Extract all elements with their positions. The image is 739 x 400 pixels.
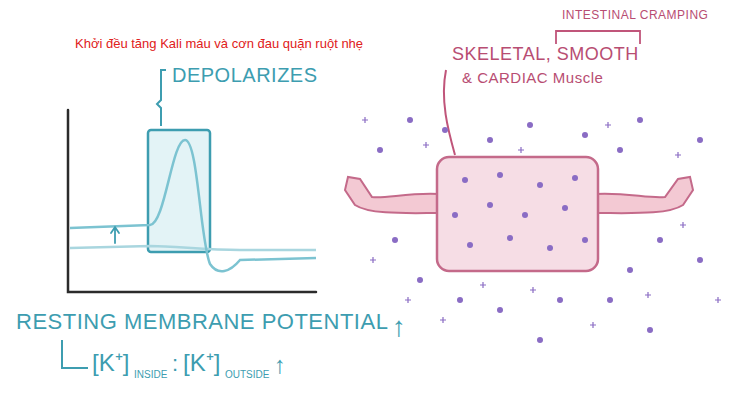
muscle-arm — [345, 177, 440, 213]
callout-label: SKELETAL, SMOOTH — [452, 45, 639, 65]
formula-part: INSIDE — [134, 369, 167, 380]
bracket — [556, 31, 640, 44]
title: Khởi đều tăng Kali máu và cơn đau quặn r… — [75, 37, 363, 51]
rise-arrow — [111, 227, 119, 243]
callout-label: & CARDIAC Muscle — [462, 70, 603, 87]
potassium-ions — [377, 117, 703, 343]
leader-line — [62, 340, 88, 368]
leader-line — [157, 70, 166, 126]
potassium-plus — [362, 117, 721, 328]
callout-label: INTESTINAL CRAMPING — [562, 9, 708, 22]
muscle-cell — [437, 157, 598, 271]
muscle-arm — [595, 177, 693, 213]
graph-axes — [68, 110, 316, 292]
heading-label: RESTING MEMBRANE POTENTIAL — [16, 310, 388, 334]
formula-part: OUTSIDE — [225, 369, 269, 380]
arrow-symbol: ↑ — [392, 312, 407, 343]
membrane-curve-pale — [70, 246, 316, 250]
formula-part: [K⁺] — [183, 350, 220, 376]
formula-part: : — [172, 352, 178, 376]
formula-part: ↑ — [274, 352, 286, 378]
leader-line — [444, 70, 455, 155]
callout-label: DEPOLARIZES — [172, 64, 318, 86]
membrane-curve — [70, 140, 316, 271]
formula-part: [K⁺] — [92, 350, 129, 376]
